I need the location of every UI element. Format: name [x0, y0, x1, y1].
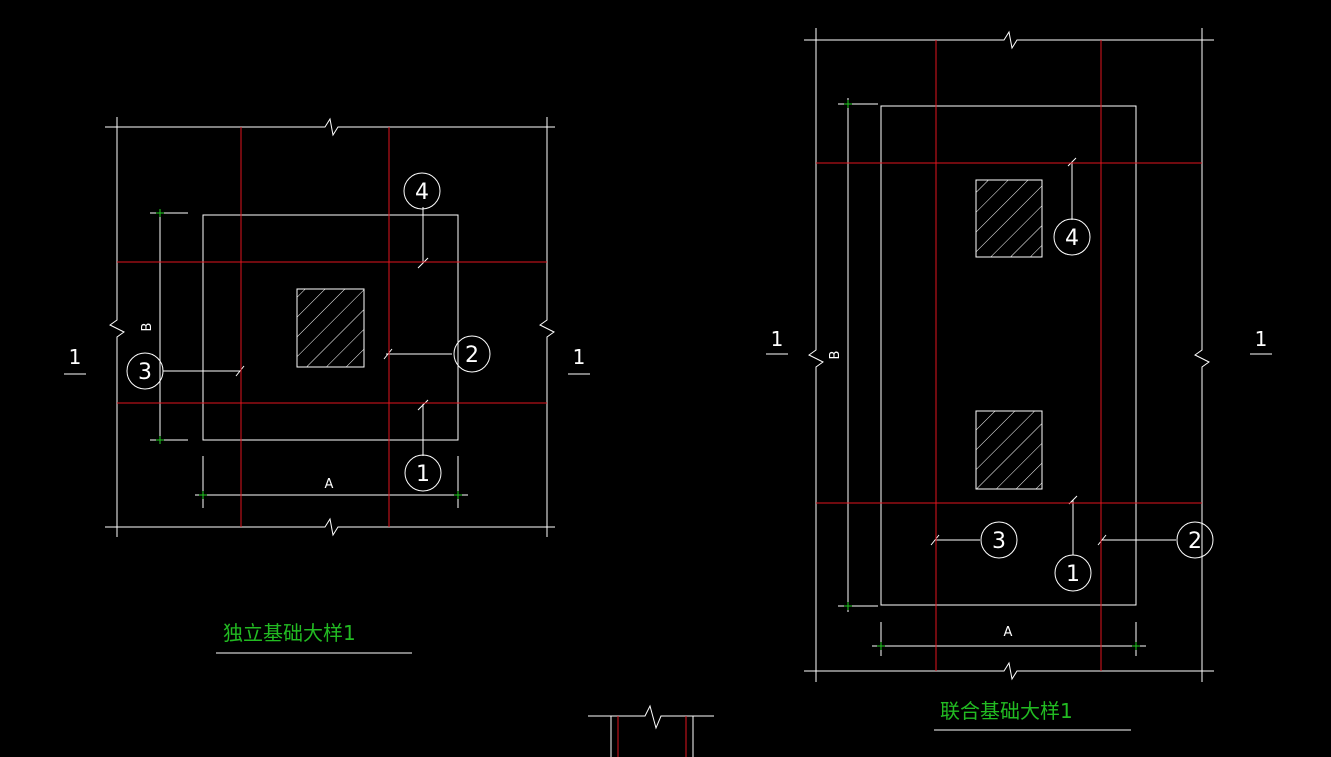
left-callout-circle-4	[403, 172, 441, 210]
right-footing-detail	[766, 28, 1272, 731]
left-footing-detail	[64, 117, 590, 654]
left-footing-outline	[202, 214, 459, 441]
left-callout-circle-2	[453, 335, 491, 373]
right-column-section-bottom	[975, 410, 1043, 490]
right-column-section-top	[975, 179, 1043, 258]
left-callout-label-1: 1	[416, 462, 430, 487]
right-callout-label-3: 3	[992, 529, 1006, 554]
left-callout-circle-3	[126, 352, 164, 390]
right-dim-label-b: B	[828, 351, 843, 360]
right-callout-label-1: 1	[1066, 562, 1080, 587]
right-dim-label-a: A	[1004, 625, 1013, 640]
right-dimension-b	[838, 98, 878, 612]
right-callout-circle-3	[980, 521, 1018, 559]
right-break-lines	[804, 28, 1214, 682]
right-callout-leaders	[930, 157, 1176, 555]
left-callout-label-4: 4	[415, 180, 429, 205]
left-dim-label-a: A	[325, 477, 334, 492]
left-detail-title: 独立基础大样1	[223, 621, 356, 645]
right-callout-label-4: 4	[1065, 226, 1079, 251]
left-callout-circle-1	[404, 454, 442, 492]
right-callout-label-2: 2	[1188, 529, 1202, 554]
right-dimension-ticks	[844, 100, 1140, 650]
left-callout-label-3: 3	[138, 360, 152, 385]
right-footing-outline	[880, 105, 1137, 606]
right-section-label-right: 1	[1255, 327, 1268, 351]
right-callout-circle-1	[1054, 554, 1092, 592]
right-detail-title: 联合基础大样1	[940, 699, 1073, 723]
left-column-section	[296, 288, 365, 368]
right-dimension-a	[872, 622, 1146, 656]
left-dimension-b	[150, 210, 188, 444]
left-dimension-ticks	[156, 209, 462, 499]
left-section-label-right: 1	[573, 345, 586, 369]
right-axis-lines	[816, 40, 1202, 671]
left-break-lines	[105, 117, 555, 537]
right-callout-circle-2	[1176, 521, 1214, 559]
left-dim-label-b: B	[140, 323, 155, 332]
right-section-label-left: 1	[771, 327, 784, 351]
right-callout-circle-4	[1053, 218, 1091, 256]
left-section-label-left: 1	[69, 345, 82, 369]
left-callout-leaders	[163, 207, 452, 456]
left-axis-lines	[117, 127, 547, 527]
bottom-partial-detail	[588, 704, 714, 757]
left-callout-label-2: 2	[465, 343, 479, 368]
